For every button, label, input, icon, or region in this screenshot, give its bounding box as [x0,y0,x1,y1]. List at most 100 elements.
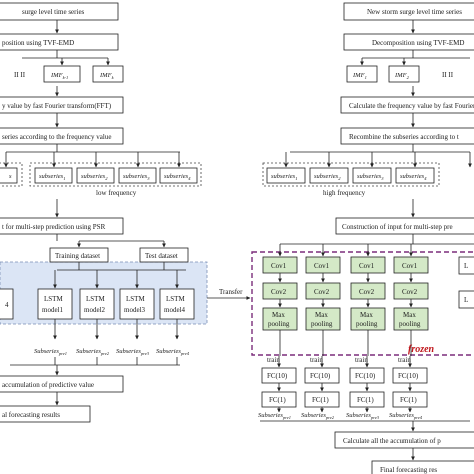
right-decomp-label: Decomposition using TVF-EMD [372,39,464,47]
left-low-freq-group [29,162,202,187]
left-input-series-label: surge level time series [22,8,85,16]
cov1-label-3: Cov1 [359,262,375,270]
right-subseries-box-3 [352,167,392,184]
frozen-label: frozen [408,344,435,355]
left-prediction-label-3: Subseriespre3 [116,348,150,356]
right-accum-label: Calculate all the accumulation of p [343,437,441,445]
left-imf-k1-label: IMFk-1 [50,72,68,80]
train-label-4: train [398,356,411,364]
cov2-label-3: Cov2 [359,288,375,296]
right-subseries-label-3: subseries3 [357,173,384,181]
fc10-label-4: FC(10) [398,372,419,380]
maxpool-label-line2-4: pooling [399,320,421,328]
left-psr-box [0,217,124,235]
right-imf-1-box [346,65,378,83]
right-ls-partial-top-label: L [464,262,468,270]
right-fft-box [340,96,474,114]
right-final-box [371,460,474,474]
lstm-model-name-3: LSTM [126,295,145,303]
lstm-model-box-2 [79,288,115,320]
maxpool-label-line1-4: Max [403,311,416,319]
right-prediction-label-2: Subseriespre2 [301,412,335,420]
train-label-1: train [267,356,280,364]
right-construction-label: Construction of input for multi-step pre [342,223,453,231]
fc1-label-2: FC(1) [312,396,329,404]
right-subseries-box-2 [309,167,349,184]
right-prediction-label-3: Subseriespre3 [346,412,380,420]
right-imf-2-box [388,65,420,83]
left-imf-k1-box [43,65,81,83]
left-accum-box [0,375,124,393]
lstm-model-name-2: LSTM [86,295,105,303]
left-low-freq-label: low frequency [96,189,137,197]
left-decomp-label: position using TVF-EMD [2,39,74,47]
left-subseries-partial-label: s [9,173,12,180]
fc1-label-3: FC(1) [357,396,374,404]
left-subseries-label-3: subseries3 [123,173,150,181]
train-label-2: train [310,356,323,364]
left-high-freq-group [0,162,23,187]
cov1-label-2: Cov1 [314,262,330,270]
right-imf-dots: II II [442,71,454,79]
left-imf-dots: II II [14,71,26,79]
left-accum-label: accumulation of predictive value [2,381,94,389]
right-input-series-box [343,2,474,21]
left-decomp-box [0,33,119,51]
left-prediction-label-1: Subseriespre1 [34,348,67,356]
right-ls-partial-top-box [458,256,474,275]
lstm-model-name-1: LSTM [44,295,63,303]
left-fft-box [0,96,124,114]
cov2-label-4: Cov2 [402,288,418,296]
left-recombine-label: series according to the frequency value [2,133,111,141]
lstm-model-index-1: model1 [42,306,63,314]
right-pipeline: New storm surge level time series Decomp… [251,2,474,474]
left-prediction-label-4: Subseriespre4 [156,348,190,356]
left-final-box [0,405,91,423]
cov1-label-1: Cov1 [271,262,287,270]
right-final-label: Final forecasting res [380,466,437,474]
right-subseries-label-2: subseries2 [314,173,341,181]
maxpool-label-line2-2: pooling [311,320,333,328]
left-subseries-box-3 [118,167,157,184]
cov2-label-1: Cov2 [271,288,287,296]
lstm-model-name-4: LSTM [166,295,185,303]
right-prediction-label-4: Subseriespre4 [389,412,423,420]
fc1-label-1: FC(1) [269,396,286,404]
lstm-model-index-4: model4 [164,306,185,314]
right-decomp-box [343,33,474,51]
lstm-model-box-1 [37,288,73,320]
lstm-model-index-2: model2 [84,306,105,314]
transfer-label: Transfer [219,288,243,296]
test-dataset-label: Test dataset [145,252,178,260]
right-recombine-label: Recombine the subseries according to t [349,133,459,141]
maxpool-label-line1-3: Max [360,311,373,319]
right-high-freq-label: high frequency [323,189,366,197]
lstm-model-box-3 [119,288,155,320]
train-label-3: train [355,356,368,364]
right-ls-partial-bottom-label: L [464,296,468,304]
left-fft-label: y value by fast Fourier transform(FFT) [2,102,112,110]
right-recombine-box [340,127,474,145]
left-pipeline: surge level time series position using T… [0,2,251,423]
left-prediction-label-2: Subseriespre2 [76,348,110,356]
lstm-model-index-3: model3 [124,306,145,314]
right-ls-partial-bottom-box [458,290,474,309]
left-psr-label: t for multi-step prediction using PSR [2,223,106,231]
left-recombine-box [0,127,124,145]
left-subseries-box-2 [76,167,115,184]
left-predictions-row: Subseriespre1 Subseriespre2 Subseriespre3 S… [34,319,190,365]
lstm-models-row: LSTM model1 LSTM model2 LSTM model3 LSTM model4 [37,270,195,320]
cnn-layers-columns: Cov1Cov2MaxpoolingCov1Cov2MaxpoolingCov1… [262,244,429,356]
fc10-label-1: FC(10) [267,372,288,380]
left-imf-k-label: IMFk [99,72,115,80]
left-subseries-partial-box [0,167,18,184]
frozen-cnn-region [251,251,474,356]
left-subseries-label-1: subseries1 [39,173,65,181]
maxpool-label-line1-1: Max [272,311,285,319]
fc10-label-2: FC(10) [310,372,331,380]
train-dataset-label: Training dataset [55,252,100,260]
left-subseries-label-4: subseries4 [164,173,191,181]
